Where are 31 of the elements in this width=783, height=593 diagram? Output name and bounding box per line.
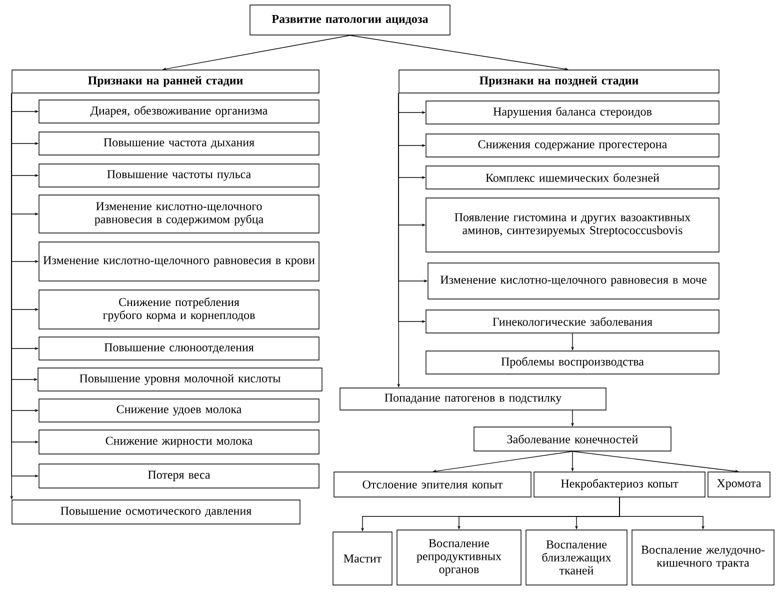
- process-box: Повышение частота дыхания: [38, 132, 320, 156]
- heading-box: Признаки на ранней стадии: [12, 70, 320, 94]
- process-box: Потеря веса: [38, 464, 320, 488]
- process-box: Заболевание конечностей: [474, 426, 672, 452]
- process-box: Проблемы воспроизводства: [426, 350, 720, 374]
- process-box: Снижение удоев молока: [38, 398, 320, 422]
- process-box: Повышение уровня молочной кислоты: [38, 368, 322, 392]
- process-box: Снижения содержание прогестерона: [426, 134, 720, 158]
- process-box: Попадание патогенов в подстилку: [340, 388, 606, 410]
- process-box: Воспаление близлежащих тканей: [526, 530, 628, 586]
- process-box: Воспаление репродуктивных органов: [396, 530, 522, 586]
- process-box: Диарея, обезвоживание организма: [38, 100, 320, 124]
- process-box: Хромота: [708, 472, 770, 498]
- process-box: Повышение осмотического давления: [12, 500, 300, 524]
- process-box: Нарушения баланса стероидов: [426, 100, 720, 124]
- process-box: Изменение кислотно-щелочного равновесия в содержимом рубца: [38, 194, 320, 234]
- heading-box: Признаки на поздней стадии: [398, 70, 720, 94]
- process-box: Гинекологические заболевания: [426, 310, 720, 334]
- process-box: Повышение слюноотделения: [38, 336, 320, 360]
- process-box: Мастит: [332, 532, 392, 586]
- process-box: Некробактериоз копыт: [534, 472, 706, 498]
- process-box: Комплекс ишемических болезней: [426, 166, 720, 190]
- process-box: Снижение потребления грубого корма и корнеплодов: [38, 290, 320, 330]
- process-box: Отслоение эпителия копыт: [334, 472, 532, 498]
- process-box: Изменение кислотно-щелочного равновесия в крови: [38, 242, 320, 282]
- heading-box: Развитие патологии ацидоза: [250, 4, 450, 36]
- process-box: Появление гистомина и других вазоактивных аминов, синтезируемых Streptococcusbovis: [426, 198, 720, 252]
- process-box: Изменение кислотно-щелочного равновесия в моче: [428, 262, 720, 300]
- process-box: Воспаление желудочно-кишечного тракта: [632, 530, 774, 586]
- process-box: Снижение жирности молока: [38, 430, 320, 454]
- process-box: Повышение частоты пульса: [38, 164, 320, 188]
